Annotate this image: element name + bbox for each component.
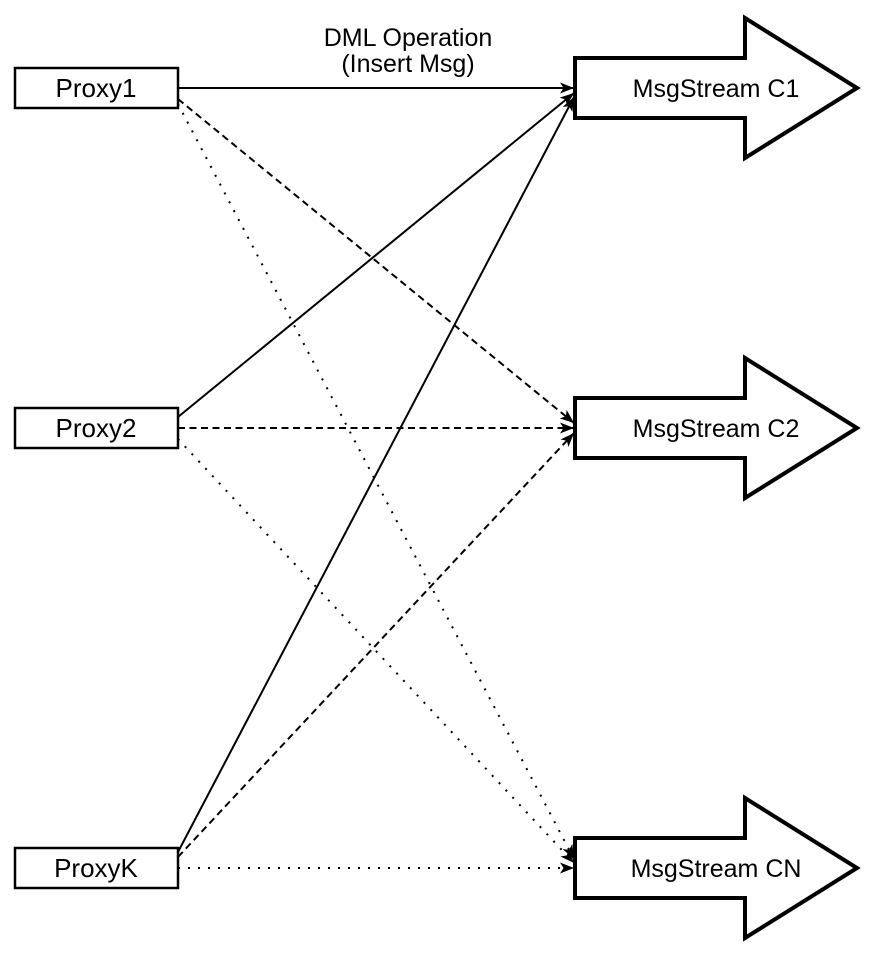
msgstream-cn-arrow-shape — [573, 794, 861, 942]
proxyk-node: ProxyK — [13, 846, 180, 890]
proxy1-label: Proxy1 — [56, 73, 137, 103]
msgstream-c2-node: MsgStream C2 — [573, 354, 861, 502]
msgstream-cn-label: MsgStream CN — [631, 855, 802, 883]
proxyk-label: ProxyK — [54, 853, 138, 883]
proxy1-box — [13, 66, 180, 110]
msgstream-c1-node: MsgStream C1 — [573, 14, 861, 162]
edge-proxy1-c2 — [177, 98, 575, 424]
edge-proxy2-c1 — [177, 92, 575, 418]
edge-proxyk-c2 — [177, 432, 575, 858]
connection-lines — [177, 82, 575, 874]
proxy1-node: Proxy1 — [13, 66, 180, 110]
msgstream-c2-label: MsgStream C2 — [633, 415, 800, 443]
msgstream-c1-arrow-shape — [573, 14, 861, 162]
edge-proxy2-cn — [177, 438, 575, 864]
proxyk-box — [13, 846, 180, 890]
proxy2-label: Proxy2 — [56, 413, 137, 443]
msgstream-cn-node: MsgStream CN — [573, 794, 861, 942]
edge-proxy1-cn — [177, 103, 575, 860]
annotation-line1: DML Operation — [324, 24, 493, 52]
msgstream-c2-arrow-shape — [573, 354, 861, 502]
proxy2-node: Proxy2 — [13, 406, 180, 450]
edge-proxyk-c1 — [177, 96, 575, 853]
proxy2-box — [13, 406, 180, 450]
annotation-line2: (Insert Msg) — [341, 50, 474, 78]
msgstream-c1-label: MsgStream C1 — [633, 75, 800, 103]
